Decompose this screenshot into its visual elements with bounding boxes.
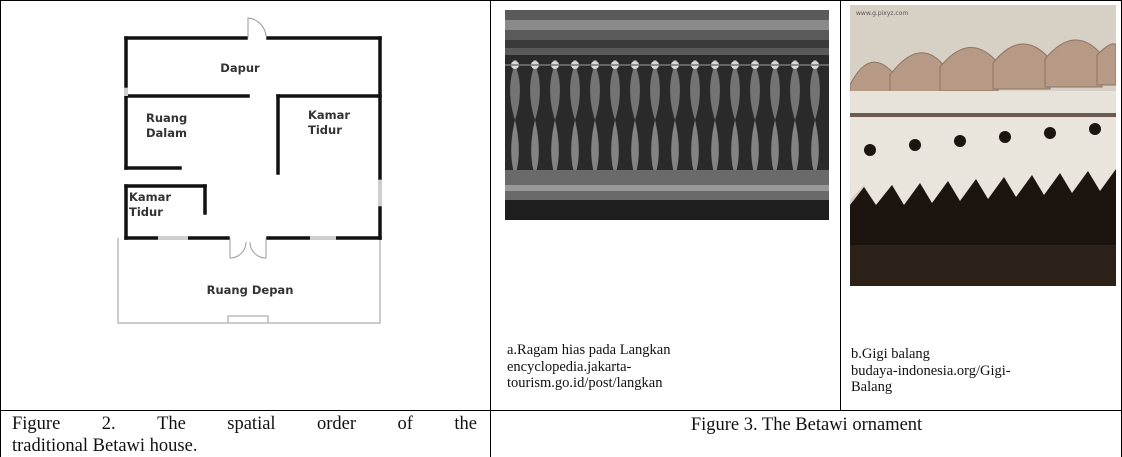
photo-gigi-balang: www.g.pixyz.com xyxy=(850,5,1116,286)
rule-mid-horizontal xyxy=(0,410,1122,411)
room-kamar-tidur-right-line2: Tidur xyxy=(308,123,342,137)
rule-top xyxy=(0,0,1122,1)
rule-col-divider-2 xyxy=(840,0,841,411)
figure-3-caption: Figure 3. The Betawi ornament xyxy=(690,415,923,435)
caption-panel-a-line3: tourism.go.id/post/langkan xyxy=(507,375,663,391)
caption-panel-a-line1: a.Ragam hias pada Langkan xyxy=(507,342,671,358)
floor-plan-drawing: Dapur Ruang Dalam Kamar Tidur Kamar Tidu… xyxy=(117,17,382,324)
figure-2-caption-line1: Figure 2. The spatial order of the xyxy=(12,413,477,435)
rule-left xyxy=(0,0,1,457)
caption-panel-a-line2: encyclopedia.jakarta- xyxy=(507,358,632,375)
fig2-word: order xyxy=(317,414,357,434)
fig2-word: Figure xyxy=(12,414,61,434)
room-kamar-tidur-left-line1: Kamar xyxy=(129,190,171,204)
caption-panel-a: a.Ragam hias pada Langkan encyclopedia.j… xyxy=(507,342,670,392)
fig2-word: The xyxy=(157,414,186,434)
fig2-word: 2. xyxy=(101,414,116,434)
gigi-balang-image: www.g.pixyz.com xyxy=(850,5,1116,286)
rule-col-divider-1 xyxy=(490,0,491,457)
watermark-text: www.g.pixyz.com xyxy=(856,10,908,17)
caption-panel-b-line2: budaya-indonesia.org/Gigi- xyxy=(851,362,1011,379)
room-kamar-tidur-right-line1: Kamar xyxy=(308,108,350,122)
figure-2-caption: Figure 2. The spatial order of the tradi… xyxy=(12,413,477,457)
room-kamar-tidur-left-line2: Tidur xyxy=(129,205,163,219)
langkan-image xyxy=(505,10,829,220)
fig2-word: the xyxy=(454,414,477,434)
fig2-word: spatial xyxy=(227,414,276,434)
room-dapur: Dapur xyxy=(220,61,260,75)
room-ruang-depan: Ruang Depan xyxy=(207,283,294,297)
room-ruang-dalam-line1: Ruang xyxy=(146,111,187,125)
caption-panel-b: b.Gigi balang budaya-indonesia.org/Gigi-… xyxy=(851,346,1011,396)
figure-2-caption-line2: traditional Betawi house. xyxy=(12,436,198,456)
caption-panel-b-line3: Balang xyxy=(851,379,893,395)
caption-panel-b-line1: b.Gigi balang xyxy=(851,346,930,362)
fig2-word: of xyxy=(397,414,413,434)
floor-plan: Dapur Ruang Dalam Kamar Tidur Kamar Tidu… xyxy=(110,8,390,330)
photo-langkan xyxy=(505,10,829,220)
room-ruang-dalam-line2: Dalam xyxy=(146,126,187,140)
